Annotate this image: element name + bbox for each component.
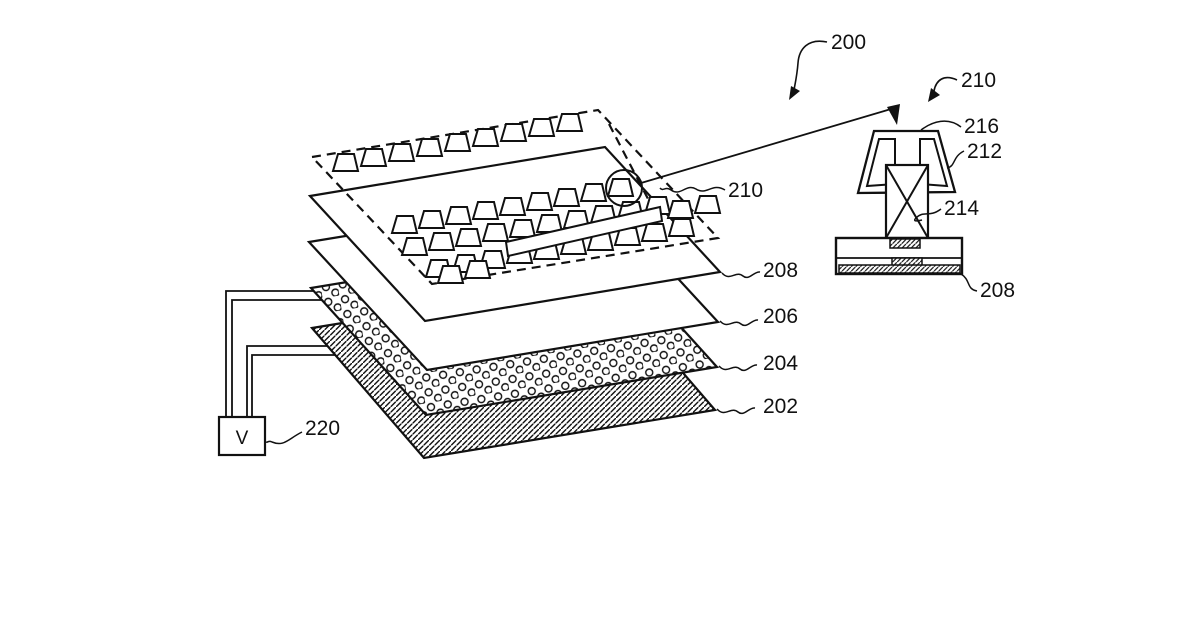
label-key-210: 210 (728, 179, 763, 202)
voltage-source-box: V (217, 415, 267, 457)
label-assembly-200: 200 (831, 31, 866, 54)
voltage-wires (225, 290, 335, 417)
label-layer-206: 206 (763, 305, 798, 328)
key-detail-view (834, 129, 964, 276)
label-layer-208: 208 (763, 259, 798, 282)
leader-squiggles (265, 120, 978, 445)
voltage-source-symbol: V (236, 428, 249, 449)
base-electrode-strip (838, 264, 961, 274)
label-voltage-220: 220 (305, 417, 340, 440)
key-grid (332, 113, 721, 284)
scissor-mechanism (884, 163, 930, 240)
label-detail-base-208: 208 (980, 279, 1015, 302)
label-mechanism-214: 214 (944, 197, 979, 220)
detail-leader-line (640, 104, 900, 184)
label-sidewall-212: 212 (967, 140, 1002, 163)
label-layer-202: 202 (763, 395, 798, 418)
highlight-circle (605, 169, 643, 207)
upper-contact-pad (889, 238, 921, 249)
spacebar (504, 205, 664, 258)
leader-arrows (789, 40, 958, 102)
label-layer-204: 204 (763, 352, 798, 375)
label-detail-210: 210 (961, 69, 996, 92)
detail-base (834, 236, 964, 276)
label-keycap-216: 216 (964, 115, 999, 138)
